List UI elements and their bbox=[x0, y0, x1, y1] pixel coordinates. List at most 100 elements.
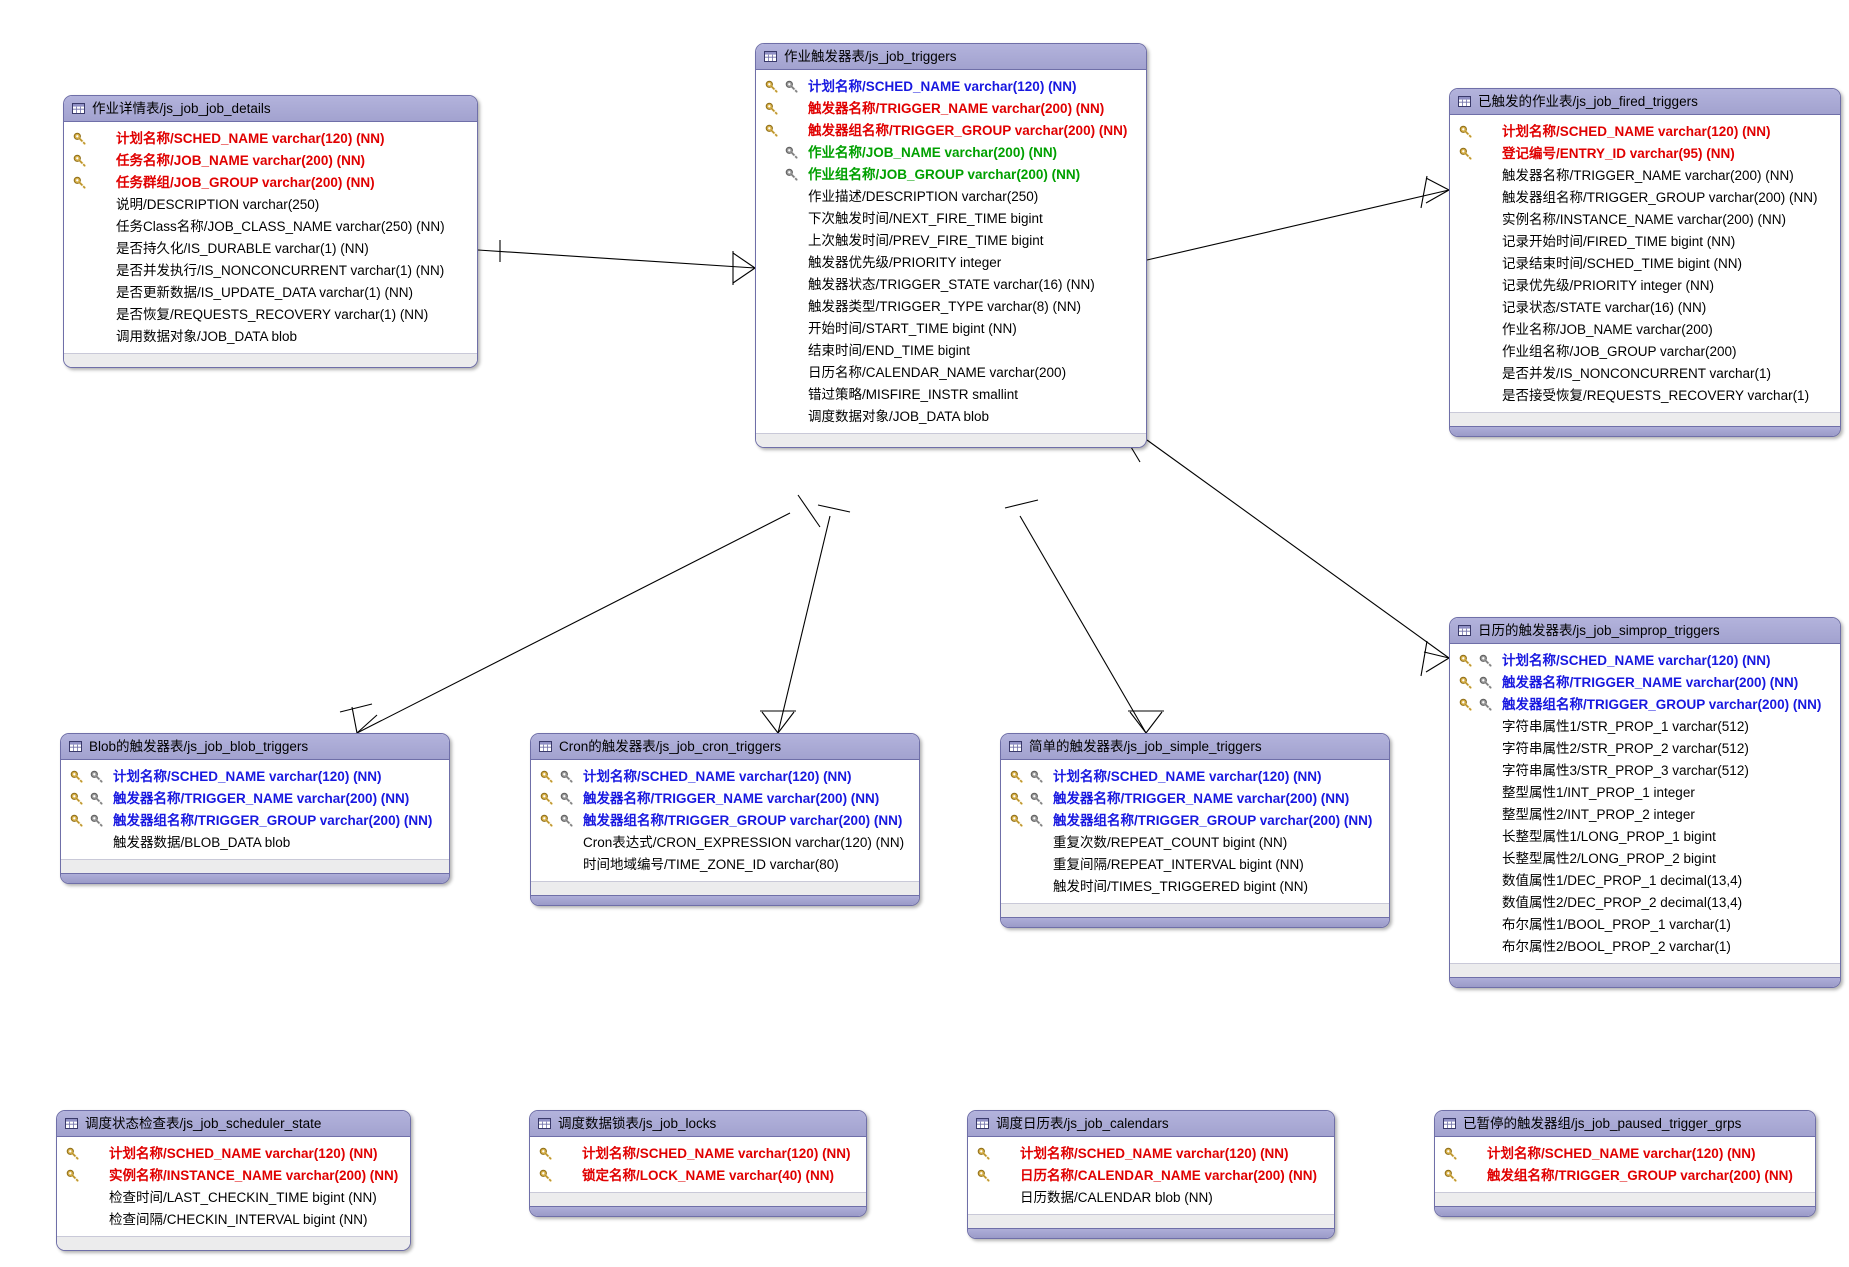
entity-simprop_triggers[interactable]: 日历的触发器表/js_job_simprop_triggers 计划名称/SCHE… bbox=[1449, 617, 1841, 988]
attribute-row[interactable]: 字符串属性1/STR_PROP_1 varchar(512) bbox=[1450, 716, 1840, 738]
attribute-row[interactable]: 是否更新数据/IS_UPDATE_DATA varchar(1) (NN) bbox=[64, 282, 477, 304]
attribute-row[interactable]: 触发器名称/TRIGGER_NAME varchar(200) (NN) bbox=[756, 98, 1146, 120]
attribute-row[interactable]: 错过策略/MISFIRE_INSTR smallint bbox=[756, 384, 1146, 406]
attribute-row[interactable]: 是否恢复/REQUESTS_RECOVERY varchar(1) (NN) bbox=[64, 304, 477, 326]
entity-header-job_triggers[interactable]: 作业触发器表/js_job_triggers bbox=[756, 44, 1146, 70]
attribute-row[interactable]: 重复次数/REPEAT_COUNT bigint (NN) bbox=[1001, 832, 1389, 854]
attribute-row[interactable]: 日历名称/CALENDAR_NAME varchar(200) bbox=[756, 362, 1146, 384]
attribute-row[interactable]: 长整型属性1/LONG_PROP_1 bigint bbox=[1450, 826, 1840, 848]
attribute-row[interactable]: 触发器组名称/TRIGGER_GROUP varchar(200) (NN) bbox=[1450, 187, 1840, 209]
attribute-row[interactable]: 计划名称/SCHED_NAME varchar(120) (NN) bbox=[61, 766, 449, 788]
attribute-row[interactable]: 重复间隔/REPEAT_INTERVAL bigint (NN) bbox=[1001, 854, 1389, 876]
attribute-row[interactable]: 触发器组名称/TRIGGER_GROUP varchar(200) (NN) bbox=[756, 120, 1146, 142]
attribute-row[interactable]: 计划名称/SCHED_NAME varchar(120) (NN) bbox=[1435, 1143, 1815, 1165]
attribute-row[interactable]: 作业描述/DESCRIPTION varchar(250) bbox=[756, 186, 1146, 208]
attribute-row[interactable]: Cron表达式/CRON_EXPRESSION varchar(120) (NN… bbox=[531, 832, 919, 854]
attribute-row[interactable]: 是否并发执行/IS_NONCONCURRENT varchar(1) (NN) bbox=[64, 260, 477, 282]
entity-job_triggers[interactable]: 作业触发器表/js_job_triggers 计划名称/SCHED_NAME va… bbox=[755, 43, 1147, 448]
entity-header-cron_triggers[interactable]: Cron的触发器表/js_job_cron_triggers bbox=[531, 734, 919, 760]
attribute-row[interactable]: 触发器组名称/TRIGGER_GROUP varchar(200) (NN) bbox=[1001, 810, 1389, 832]
attribute-row[interactable]: 整型属性1/INT_PROP_1 integer bbox=[1450, 782, 1840, 804]
entity-header-calendars[interactable]: 调度日历表/js_job_calendars bbox=[968, 1111, 1334, 1137]
entity-calendars[interactable]: 调度日历表/js_job_calendars 计划名称/SCHED_NAME va… bbox=[967, 1110, 1335, 1239]
attribute-row[interactable]: 计划名称/SCHED_NAME varchar(120) (NN) bbox=[57, 1143, 410, 1165]
attribute-row[interactable]: 布尔属性1/BOOL_PROP_1 varchar(1) bbox=[1450, 914, 1840, 936]
attribute-row[interactable]: 触发时间/TIMES_TRIGGERED bigint (NN) bbox=[1001, 876, 1389, 898]
attribute-row[interactable]: 说明/DESCRIPTION varchar(250) bbox=[64, 194, 477, 216]
attribute-row[interactable]: 触发组名称/TRIGGER_GROUP varchar(200) (NN) bbox=[1435, 1165, 1815, 1187]
attribute-row[interactable]: 触发器名称/TRIGGER_NAME varchar(200) (NN) bbox=[61, 788, 449, 810]
attribute-row[interactable]: 字符串属性3/STR_PROP_3 varchar(512) bbox=[1450, 760, 1840, 782]
attribute-row[interactable]: 触发器状态/TRIGGER_STATE varchar(16) (NN) bbox=[756, 274, 1146, 296]
attribute-row[interactable]: 计划名称/SCHED_NAME varchar(120) (NN) bbox=[968, 1143, 1334, 1165]
attribute-row[interactable]: 任务Class名称/JOB_CLASS_NAME varchar(250) (N… bbox=[64, 216, 477, 238]
attribute-row[interactable]: 触发器数据/BLOB_DATA blob bbox=[61, 832, 449, 854]
attribute-row[interactable]: 日历数据/CALENDAR blob (NN) bbox=[968, 1187, 1334, 1209]
attribute-row[interactable]: 触发器类型/TRIGGER_TYPE varchar(8) (NN) bbox=[756, 296, 1146, 318]
attribute-row[interactable]: 是否并发/IS_NONCONCURRENT varchar(1) bbox=[1450, 363, 1840, 385]
attribute-row[interactable]: 计划名称/SCHED_NAME varchar(120) (NN) bbox=[1001, 766, 1389, 788]
entity-cron_triggers[interactable]: Cron的触发器表/js_job_cron_triggers 计划名称/SCHED… bbox=[530, 733, 920, 906]
attribute-row[interactable]: 触发器名称/TRIGGER_NAME varchar(200) (NN) bbox=[1450, 672, 1840, 694]
entity-paused_trigger_grps[interactable]: 已暂停的触发器组/js_job_paused_trigger_grps 计划名称/… bbox=[1434, 1110, 1816, 1217]
attribute-row[interactable]: 日历名称/CALENDAR_NAME varchar(200) (NN) bbox=[968, 1165, 1334, 1187]
attribute-row[interactable]: 作业组名称/JOB_GROUP varchar(200) (NN) bbox=[756, 164, 1146, 186]
attribute-row[interactable]: 任务名称/JOB_NAME varchar(200) (NN) bbox=[64, 150, 477, 172]
attribute-row[interactable]: 计划名称/SCHED_NAME varchar(120) (NN) bbox=[756, 76, 1146, 98]
entity-header-paused_trigger_grps[interactable]: 已暂停的触发器组/js_job_paused_trigger_grps bbox=[1435, 1111, 1815, 1137]
attribute-row[interactable]: 作业组名称/JOB_GROUP varchar(200) bbox=[1450, 341, 1840, 363]
attribute-row[interactable]: 布尔属性2/BOOL_PROP_2 varchar(1) bbox=[1450, 936, 1840, 958]
attribute-row[interactable]: 触发器组名称/TRIGGER_GROUP varchar(200) (NN) bbox=[531, 810, 919, 832]
entity-header-simple_triggers[interactable]: 简单的触发器表/js_job_simple_triggers bbox=[1001, 734, 1389, 760]
attribute-row[interactable]: 长整型属性2/LONG_PROP_2 bigint bbox=[1450, 848, 1840, 870]
entity-fired_triggers[interactable]: 已触发的作业表/js_job_fired_triggers 计划名称/SCHED_… bbox=[1449, 88, 1841, 437]
attribute-row[interactable]: 上次触发时间/PREV_FIRE_TIME bigint bbox=[756, 230, 1146, 252]
attribute-row[interactable]: 时间地域编号/TIME_ZONE_ID varchar(80) bbox=[531, 854, 919, 876]
attribute-row[interactable]: 计划名称/SCHED_NAME varchar(120) (NN) bbox=[531, 766, 919, 788]
attribute-row[interactable]: 触发器名称/TRIGGER_NAME varchar(200) (NN) bbox=[1450, 165, 1840, 187]
attribute-row[interactable]: 实例名称/INSTANCE_NAME varchar(200) (NN) bbox=[1450, 209, 1840, 231]
entity-simple_triggers[interactable]: 简单的触发器表/js_job_simple_triggers 计划名称/SCHED… bbox=[1000, 733, 1390, 928]
attribute-row[interactable]: 整型属性2/INT_PROP_2 integer bbox=[1450, 804, 1840, 826]
attribute-row[interactable]: 调用数据对象/JOB_DATA blob bbox=[64, 326, 477, 348]
attribute-row[interactable]: 结束时间/END_TIME bigint bbox=[756, 340, 1146, 362]
entity-header-locks[interactable]: 调度数据锁表/js_job_locks bbox=[530, 1111, 866, 1137]
attribute-row[interactable]: 下次触发时间/NEXT_FIRE_TIME bigint bbox=[756, 208, 1146, 230]
attribute-row[interactable]: 触发器名称/TRIGGER_NAME varchar(200) (NN) bbox=[531, 788, 919, 810]
entity-job_details[interactable]: 作业详情表/js_job_job_details 计划名称/SCHED_NAME … bbox=[63, 95, 478, 368]
attribute-row[interactable]: 数值属性1/DEC_PROP_1 decimal(13,4) bbox=[1450, 870, 1840, 892]
attribute-row[interactable]: 任务群组/JOB_GROUP varchar(200) (NN) bbox=[64, 172, 477, 194]
entity-blob_triggers[interactable]: Blob的触发器表/js_job_blob_triggers 计划名称/SCHED… bbox=[60, 733, 450, 884]
attribute-row[interactable]: 作业名称/JOB_NAME varchar(200) (NN) bbox=[756, 142, 1146, 164]
entity-scheduler_state[interactable]: 调度状态检查表/js_job_scheduler_state 计划名称/SCHED… bbox=[56, 1110, 411, 1251]
entity-header-fired_triggers[interactable]: 已触发的作业表/js_job_fired_triggers bbox=[1450, 89, 1840, 115]
attribute-row[interactable]: 锁定名称/LOCK_NAME varchar(40) (NN) bbox=[530, 1165, 866, 1187]
attribute-row[interactable]: 检查时间/LAST_CHECKIN_TIME bigint (NN) bbox=[57, 1187, 410, 1209]
attribute-row[interactable]: 开始时间/START_TIME bigint (NN) bbox=[756, 318, 1146, 340]
attribute-row[interactable]: 触发器组名称/TRIGGER_GROUP varchar(200) (NN) bbox=[1450, 694, 1840, 716]
entity-header-blob_triggers[interactable]: Blob的触发器表/js_job_blob_triggers bbox=[61, 734, 449, 760]
attribute-row[interactable]: 数值属性2/DEC_PROP_2 decimal(13,4) bbox=[1450, 892, 1840, 914]
entity-header-simprop_triggers[interactable]: 日历的触发器表/js_job_simprop_triggers bbox=[1450, 618, 1840, 644]
entity-header-scheduler_state[interactable]: 调度状态检查表/js_job_scheduler_state bbox=[57, 1111, 410, 1137]
entity-locks[interactable]: 调度数据锁表/js_job_locks 计划名称/SCHED_NAME varch… bbox=[529, 1110, 867, 1217]
attribute-row[interactable]: 触发器优先级/PRIORITY integer bbox=[756, 252, 1146, 274]
attribute-row[interactable]: 登记编号/ENTRY_ID varchar(95) (NN) bbox=[1450, 143, 1840, 165]
attribute-row[interactable]: 记录优先级/PRIORITY integer (NN) bbox=[1450, 275, 1840, 297]
attribute-row[interactable]: 计划名称/SCHED_NAME varchar(120) (NN) bbox=[1450, 121, 1840, 143]
attribute-row[interactable]: 字符串属性2/STR_PROP_2 varchar(512) bbox=[1450, 738, 1840, 760]
attribute-row[interactable]: 计划名称/SCHED_NAME varchar(120) (NN) bbox=[1450, 650, 1840, 672]
attribute-row[interactable]: 作业名称/JOB_NAME varchar(200) bbox=[1450, 319, 1840, 341]
attribute-row[interactable]: 记录状态/STATE varchar(16) (NN) bbox=[1450, 297, 1840, 319]
attribute-row[interactable]: 是否持久化/IS_DURABLE varchar(1) (NN) bbox=[64, 238, 477, 260]
attribute-row[interactable]: 计划名称/SCHED_NAME varchar(120) (NN) bbox=[64, 128, 477, 150]
attribute-row[interactable]: 计划名称/SCHED_NAME varchar(120) (NN) bbox=[530, 1143, 866, 1165]
attribute-row[interactable]: 记录开始时间/FIRED_TIME bigint (NN) bbox=[1450, 231, 1840, 253]
attribute-row[interactable]: 实例名称/INSTANCE_NAME varchar(200) (NN) bbox=[57, 1165, 410, 1187]
attribute-row[interactable]: 触发器名称/TRIGGER_NAME varchar(200) (NN) bbox=[1001, 788, 1389, 810]
attribute-row[interactable]: 检查间隔/CHECKIN_INTERVAL bigint (NN) bbox=[57, 1209, 410, 1231]
entity-header-job_details[interactable]: 作业详情表/js_job_job_details bbox=[64, 96, 477, 122]
attribute-row[interactable]: 调度数据对象/JOB_DATA blob bbox=[756, 406, 1146, 428]
attribute-row[interactable]: 记录结束时间/SCHED_TIME bigint (NN) bbox=[1450, 253, 1840, 275]
attribute-row[interactable]: 触发器组名称/TRIGGER_GROUP varchar(200) (NN) bbox=[61, 810, 449, 832]
